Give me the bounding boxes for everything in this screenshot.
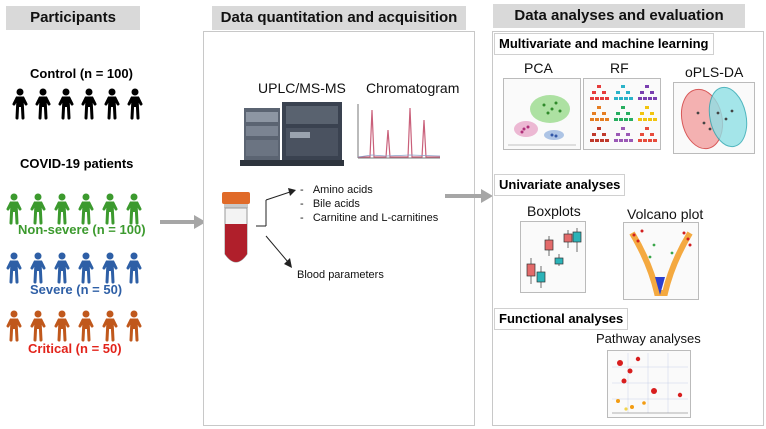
person-icon xyxy=(12,88,28,120)
person-icon xyxy=(102,193,118,225)
tree-icon xyxy=(590,85,609,100)
acquisition-header: Data quantitation and acquisition xyxy=(212,6,466,30)
rf-label: RF xyxy=(610,60,629,76)
univariate-title: Univariate analyses xyxy=(494,174,626,196)
analyses-header: Data analyses and evaluation xyxy=(493,4,745,28)
blood-parameters-label: Blood parameters xyxy=(297,269,384,281)
critical-label: Critical (n = 50) xyxy=(28,341,122,356)
critical-people xyxy=(6,310,156,342)
rf-trees-thumbnail xyxy=(583,78,661,150)
arrow-to-analyses xyxy=(445,189,493,203)
person-icon xyxy=(54,252,70,284)
non-severe-people xyxy=(6,193,156,225)
arrow-to-acquisition xyxy=(160,215,206,229)
acquisition-box xyxy=(203,31,475,426)
metabolite-item-3: - Carnitine and L-carnitines xyxy=(300,212,439,224)
person-icon xyxy=(30,193,46,225)
person-icon xyxy=(102,310,118,342)
person-icon xyxy=(78,252,94,284)
tree-icon xyxy=(614,106,633,121)
metabolite-item-1: - Amino acids xyxy=(300,184,373,196)
tree-icon xyxy=(614,127,633,142)
boxplots-thumbnail xyxy=(520,221,586,293)
tree-icon xyxy=(638,127,657,142)
person-icon xyxy=(35,88,51,120)
person-icon xyxy=(126,252,142,284)
instrument-label: UPLC/MS-MS xyxy=(258,80,346,96)
tree-icon xyxy=(590,127,609,142)
severe-person-icons xyxy=(6,252,142,284)
person-icon xyxy=(54,310,70,342)
person-icon xyxy=(78,193,94,225)
person-icon xyxy=(54,193,70,225)
person-icon xyxy=(104,88,120,120)
uplc-instrument-icon xyxy=(240,102,344,166)
control-person-icons xyxy=(12,88,143,120)
person-icon xyxy=(6,252,22,284)
volcano-plot-thumbnail xyxy=(623,222,699,300)
oplsda-plot-thumbnail xyxy=(673,82,755,154)
person-icon xyxy=(30,252,46,284)
person-icon xyxy=(6,193,22,225)
pathway-plot-thumbnail xyxy=(607,350,691,418)
person-icon xyxy=(127,88,143,120)
participants-header: Participants xyxy=(6,6,140,30)
volcano-label: Volcano plot xyxy=(627,206,704,222)
control-label: Control (n = 100) xyxy=(30,66,133,81)
person-icon xyxy=(126,310,142,342)
person-icon xyxy=(102,252,118,284)
tree-icon xyxy=(638,85,657,100)
non-severe-person-icons xyxy=(6,193,142,225)
metabolite-item-2: - Bile acids xyxy=(300,198,360,210)
person-icon xyxy=(58,88,74,120)
severe-label: Severe (n = 50) xyxy=(30,282,123,297)
person-icon xyxy=(126,193,142,225)
pca-label: PCA xyxy=(524,60,553,76)
functional-title: Functional analyses xyxy=(494,308,629,330)
chromatogram-plot xyxy=(357,104,441,159)
control-people xyxy=(10,88,160,120)
tree-icon xyxy=(638,106,657,121)
tree-icon xyxy=(614,85,633,100)
critical-person-icons xyxy=(6,310,142,342)
blood-tube-icon xyxy=(222,192,250,263)
severe-people xyxy=(6,252,156,284)
tube-branch-arrows xyxy=(256,188,296,268)
pathway-label: Pathway analyses xyxy=(596,331,701,346)
chromatogram-label: Chromatogram xyxy=(366,80,460,96)
oplsda-label: oPLS-DA xyxy=(685,64,744,80)
boxplots-label: Boxplots xyxy=(527,203,581,219)
person-icon xyxy=(30,310,46,342)
multivariate-title: Multivariate and machine learning xyxy=(494,33,714,55)
person-icon xyxy=(81,88,97,120)
covid-title: COVID-19 patients xyxy=(20,156,134,171)
tree-icon xyxy=(590,106,609,121)
person-icon xyxy=(6,310,22,342)
pca-plot-thumbnail xyxy=(503,78,581,150)
non-severe-label: Non-severe (n = 100) xyxy=(18,222,146,237)
person-icon xyxy=(78,310,94,342)
